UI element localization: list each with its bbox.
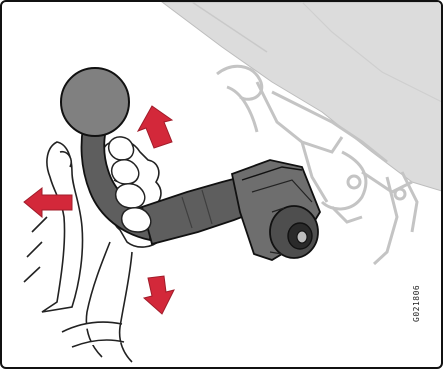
tow-ball xyxy=(61,68,129,136)
arrow-down xyxy=(144,276,174,314)
arrow-up xyxy=(138,106,172,148)
car-underbody xyxy=(162,2,443,192)
reference-code: G021806 xyxy=(412,285,421,322)
hand-left xyxy=(24,142,83,312)
